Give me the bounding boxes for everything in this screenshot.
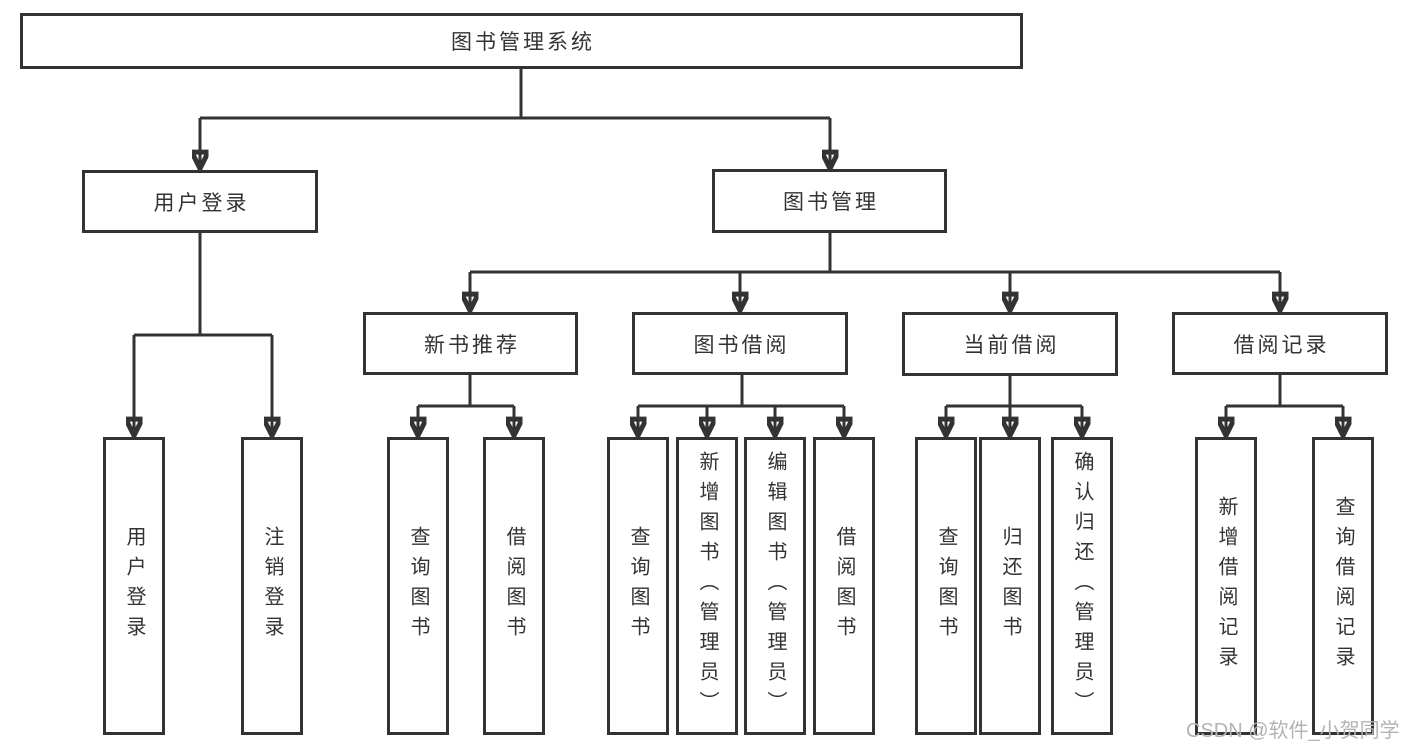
leaf-borrow-add-label: 新增图书（管理员）	[696, 451, 718, 721]
leaf-logout-label: 注销登录	[261, 526, 283, 646]
connector-current-borrow-to-leaves	[946, 375, 1082, 434]
connector-borrow-records-to-leaves	[1226, 375, 1343, 434]
node-book-borrow-label: 图书借阅	[693, 333, 790, 357]
node-user-login-label: 用户登录	[153, 191, 250, 215]
connector-book-borrow-to-leaves	[638, 375, 844, 434]
node-borrow-records-label: 借阅记录	[1233, 333, 1330, 357]
csdn-watermark: CSDN @软件_小贺同学	[1186, 720, 1400, 742]
leaf-current-return-label: 归还图书	[999, 526, 1021, 646]
node-book-borrow: 图书借阅	[632, 312, 848, 375]
leaf-borrow-borrow-label: 借阅图书	[833, 526, 855, 646]
node-root-label: 图书管理系统	[451, 31, 595, 54]
leaf-borrow-query-label: 查询图书	[627, 526, 649, 646]
node-new-books: 新书推荐	[363, 312, 578, 375]
leaf-user-login-label: 用户登录	[123, 526, 145, 646]
leaf-current-return: 归还图书	[979, 437, 1041, 735]
connector-user-login-to-leaves	[134, 233, 272, 434]
node-current-borrow-label: 当前借阅	[963, 334, 1060, 357]
node-root: 图书管理系统	[20, 13, 1023, 69]
leaf-borrow-add: 新增图书（管理员）	[676, 437, 738, 735]
node-book-mgmt: 图书管理	[712, 169, 947, 233]
leaf-borrow-edit-label: 编辑图书（管理员）	[764, 451, 786, 721]
leaf-current-confirm: 确认归还（管理员）	[1051, 437, 1113, 735]
leaf-records-add-label: 新增借阅记录	[1215, 496, 1237, 676]
leaf-newbooks-borrow-label: 借阅图书	[503, 526, 525, 646]
leaf-records-query: 查询借阅记录	[1312, 437, 1374, 735]
node-borrow-records: 借阅记录	[1172, 312, 1388, 375]
leaf-records-add: 新增借阅记录	[1195, 437, 1257, 735]
leaf-borrow-borrow: 借阅图书	[813, 437, 875, 735]
node-new-books-label: 新书推荐	[424, 333, 520, 357]
leaf-user-login: 用户登录	[103, 437, 165, 735]
leaf-records-query-label: 查询借阅记录	[1332, 496, 1354, 676]
leaf-current-query-label: 查询图书	[935, 526, 957, 646]
connector-new-books-to-leaves	[418, 375, 514, 434]
node-current-borrow: 当前借阅	[902, 312, 1118, 376]
leaf-newbooks-borrow: 借阅图书	[483, 437, 545, 735]
leaf-current-query: 查询图书	[915, 437, 977, 735]
leaf-current-confirm-label: 确认归还（管理员）	[1071, 451, 1093, 721]
connector-book-mgmt-to-level3	[470, 233, 1280, 309]
leaf-borrow-edit: 编辑图书（管理员）	[744, 437, 806, 735]
leaf-newbooks-query: 查询图书	[387, 437, 449, 735]
leaf-logout: 注销登录	[241, 437, 303, 735]
connector-root-to-level2	[200, 69, 830, 167]
leaf-newbooks-query-label: 查询图书	[407, 526, 429, 646]
node-user-login: 用户登录	[82, 170, 318, 233]
leaf-borrow-query: 查询图书	[607, 437, 669, 735]
node-book-mgmt-label: 图书管理	[783, 191, 879, 214]
